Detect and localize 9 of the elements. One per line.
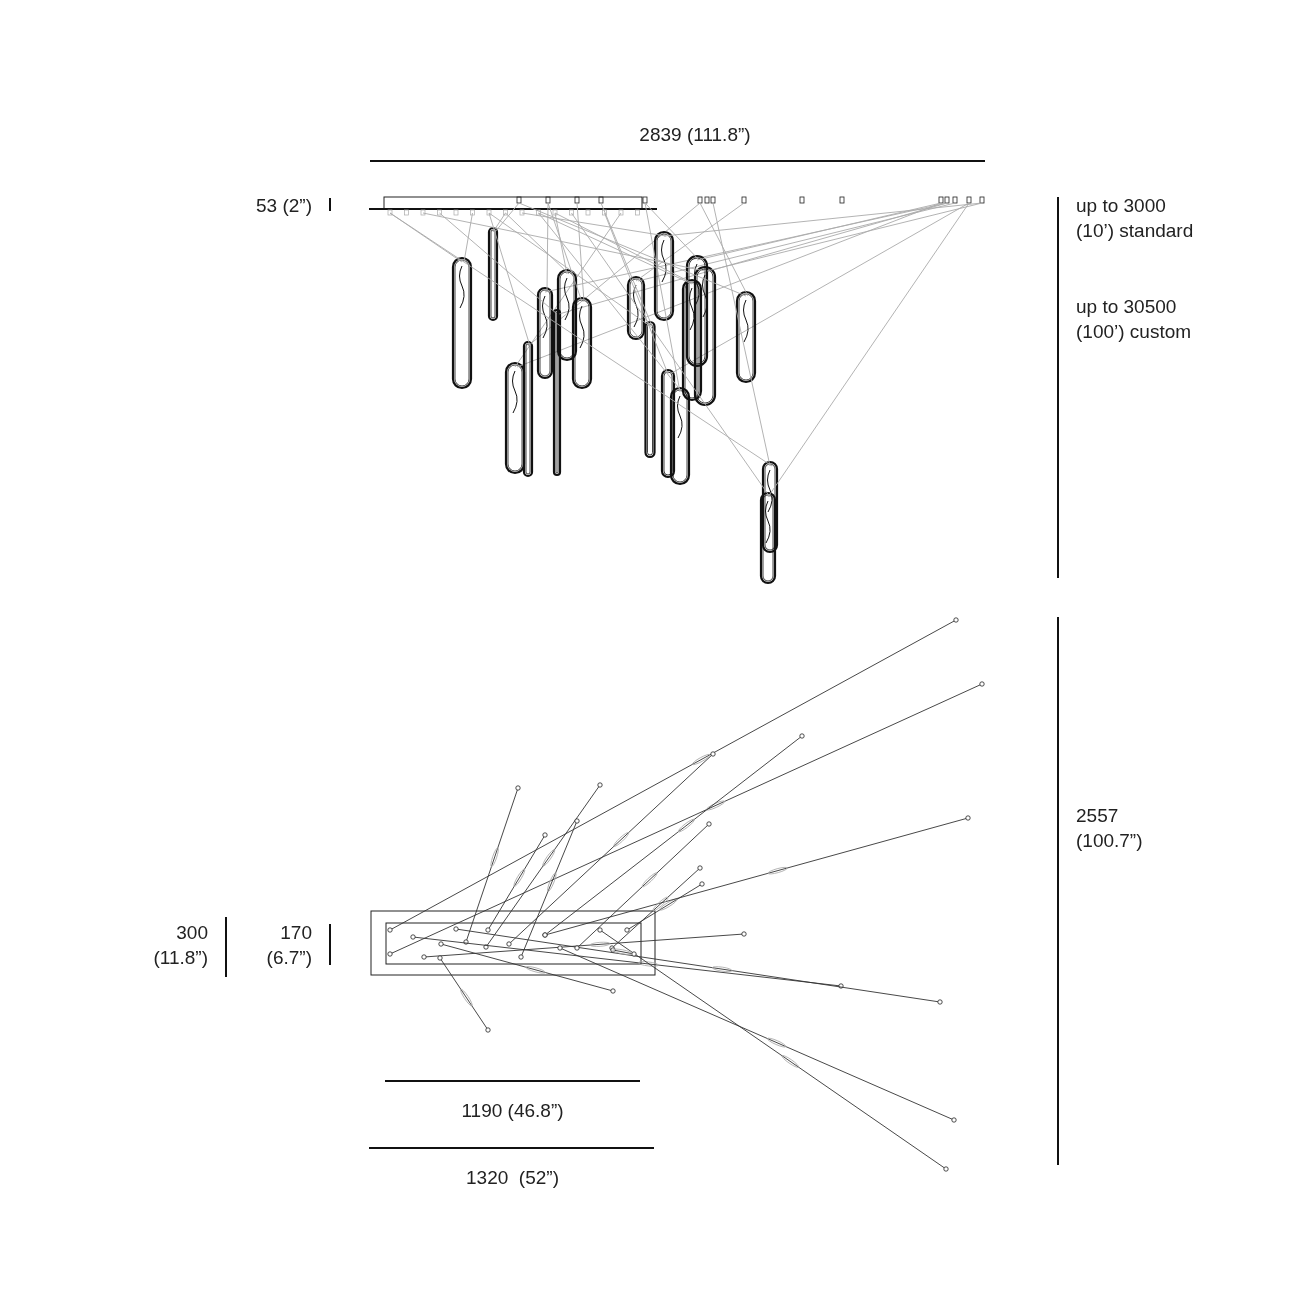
dimension-label: 170 (6.7”) <box>265 921 312 970</box>
dimension-label: 53 (2”) <box>255 194 312 218</box>
dimension-label: 300 (11.8”) <box>152 921 208 970</box>
dimension-label: up to 3000 (10’) standard <box>1076 194 1195 243</box>
dimension-label: up to 30500 (100’) custom <box>1076 295 1193 344</box>
dimension-label: 2839 (111.8”) <box>638 123 752 147</box>
dimension-label: 1320 (52”) <box>465 1166 560 1190</box>
dimension-label: 1190 (46.8”) <box>460 1099 565 1123</box>
dimension-label: 2557 (100.7”) <box>1076 804 1144 853</box>
